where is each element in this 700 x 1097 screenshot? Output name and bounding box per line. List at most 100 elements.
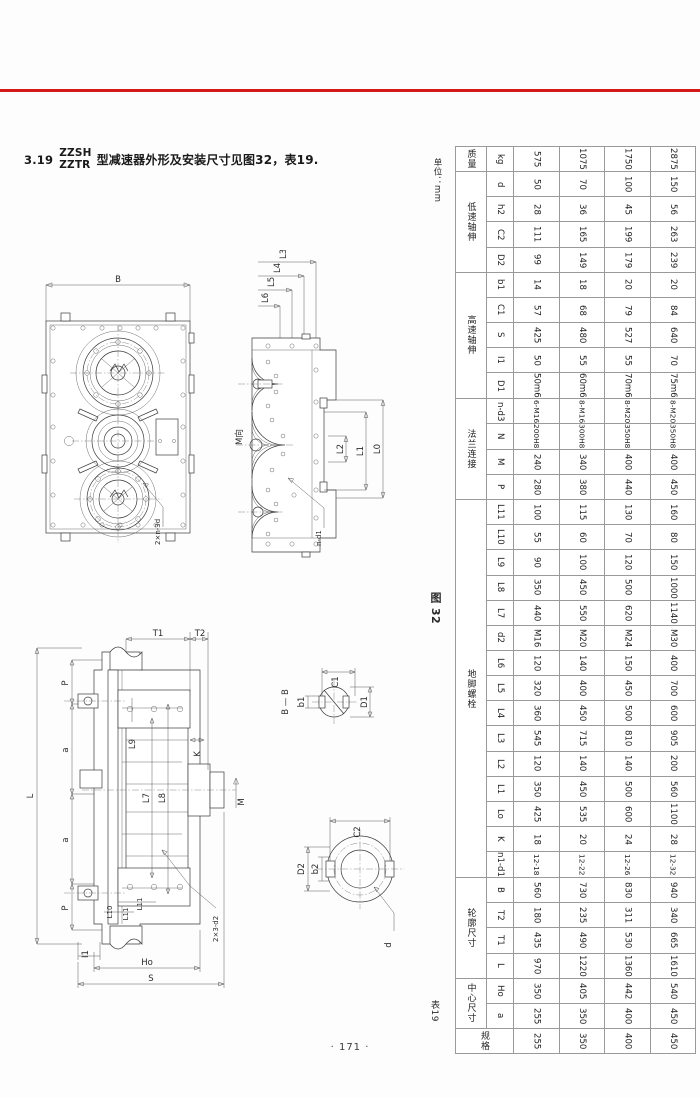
table-label: 表19 — [429, 1000, 439, 1022]
table-group-label: 高速轴伸 — [455, 271, 487, 400]
table-cell: 60m6 — [558, 372, 605, 400]
table-group-label: 法兰连接 — [455, 398, 487, 501]
gearbox-top-view: B — [30, 255, 230, 555]
table-cell: 100 — [604, 171, 651, 198]
table-cell: 340 — [649, 902, 696, 929]
table-cell: 50 — [513, 171, 560, 198]
table-cell: 14 — [513, 271, 560, 298]
table-cell: 600 — [604, 800, 651, 828]
table-cell: 263 — [649, 221, 696, 248]
dim-T2: T2 — [194, 629, 206, 639]
table-cell: 115 — [558, 499, 605, 526]
table-cell: 235 — [558, 902, 605, 929]
table-cell: 1100 — [649, 800, 696, 828]
table-cell: 150 — [649, 549, 696, 576]
table-cell: 560 — [513, 877, 560, 904]
table-cell: 450 — [604, 675, 651, 702]
section-heading: 3.19 ZZSH ZZTR 型减速器外形及安装尺寸见图32，表19. — [24, 147, 319, 172]
table-cell: 55 — [604, 347, 651, 374]
table-cell: 50m6 — [513, 372, 560, 400]
table-cell: 450 — [649, 473, 696, 501]
table-cell: M30 — [649, 624, 696, 651]
dim-P-bottom: P — [61, 905, 71, 910]
table-col-header: h2 — [486, 196, 514, 223]
table-cell: 57 — [513, 296, 560, 324]
dim-L3: L3 — [279, 250, 289, 259]
table-col-header: P — [486, 473, 514, 501]
table-col-header: D1 — [486, 372, 514, 400]
table-cell: 450 — [558, 700, 605, 727]
gearbox-side-view: L3 L4 L5 L6 M向 — [228, 250, 413, 570]
table-col-header: L4 — [486, 700, 514, 727]
table-cell: 80 — [649, 524, 696, 551]
dim-C1: C1 — [331, 676, 341, 687]
table-col-header: L11 — [486, 499, 514, 526]
table-spec-cell: 450 — [649, 1028, 696, 1055]
section-number: 3.19 — [24, 152, 54, 167]
table-cell: 280 — [513, 473, 560, 501]
table-col-header: d — [486, 171, 514, 198]
table-col-header: S — [486, 322, 514, 349]
table-cell: 405 — [558, 977, 605, 1004]
table-col-header: L9 — [486, 549, 514, 576]
table-group-label: 低速轴伸 — [455, 171, 487, 273]
table-spec-label: 规格 — [455, 1028, 514, 1055]
dim-L: L — [26, 793, 36, 798]
table-cell: 84 — [649, 296, 696, 324]
table-cell: 79 — [604, 296, 651, 324]
table-cell: 665 — [649, 927, 696, 954]
table-cell: 12-18 — [513, 851, 560, 879]
table-cell: 239 — [649, 246, 696, 273]
callout-n-d1: n-d1 — [315, 530, 323, 546]
table-cell: 380 — [558, 473, 605, 501]
table-group-label: 中心尺寸 — [455, 977, 487, 1030]
table-cell: 8-M20 — [649, 398, 696, 425]
table-cell: 535 — [558, 800, 605, 828]
table-cell: 350 — [513, 775, 560, 802]
table-col-header: a — [486, 1002, 514, 1030]
table-cell: 20 — [649, 271, 696, 298]
table-cell: 320 — [513, 675, 560, 702]
page-number: · 171 · — [330, 1042, 370, 1053]
dim-L8: L8 — [158, 793, 168, 803]
table-cell: 100 — [513, 499, 560, 526]
table-col-header: L3 — [486, 725, 514, 752]
dim-L11b: L11 — [122, 908, 130, 921]
table-cell: 1140 — [649, 599, 696, 626]
table-col-header: M — [486, 448, 514, 475]
table-cell: 340 — [558, 448, 605, 475]
table-cell: 400 — [649, 448, 696, 475]
table-col-header: L8 — [486, 574, 514, 601]
dim-P-top: P — [61, 680, 71, 685]
table-cell: 2875 — [649, 145, 696, 173]
table-col-header: D2 — [486, 246, 514, 273]
callout-2xn-3d: 2×n-3d — [154, 519, 162, 545]
figure-label: 图 32 — [429, 592, 442, 625]
dim-d: d — [384, 942, 394, 947]
table-group-label: 轮廓尺寸 — [455, 877, 487, 979]
view-arrow-m: M — [237, 798, 247, 805]
table-cell: 300H8 — [558, 423, 605, 450]
header-rule — [0, 89, 700, 92]
table-cell: 350H8 — [649, 423, 696, 450]
table-cell: 905 — [649, 725, 696, 752]
table-col-header: L — [486, 952, 514, 979]
